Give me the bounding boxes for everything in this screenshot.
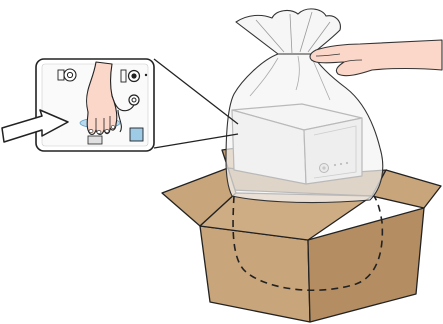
cable-port-icon (129, 95, 139, 105)
fingernail (105, 129, 109, 132)
box-front (200, 226, 310, 322)
holding-hand (310, 40, 442, 76)
fingernail (97, 130, 101, 133)
fingernail (89, 129, 93, 132)
callout-line-bottom (154, 134, 238, 148)
inset-callout (36, 59, 238, 151)
power-socket-center (131, 73, 136, 78)
bag-outline (226, 54, 383, 203)
release-base (88, 136, 102, 144)
label-sticker (130, 128, 143, 141)
connector-icon (64, 69, 76, 81)
callout-line-top (154, 59, 238, 124)
hand-icon (310, 40, 442, 76)
screw (145, 74, 147, 76)
fingernail (111, 126, 115, 129)
